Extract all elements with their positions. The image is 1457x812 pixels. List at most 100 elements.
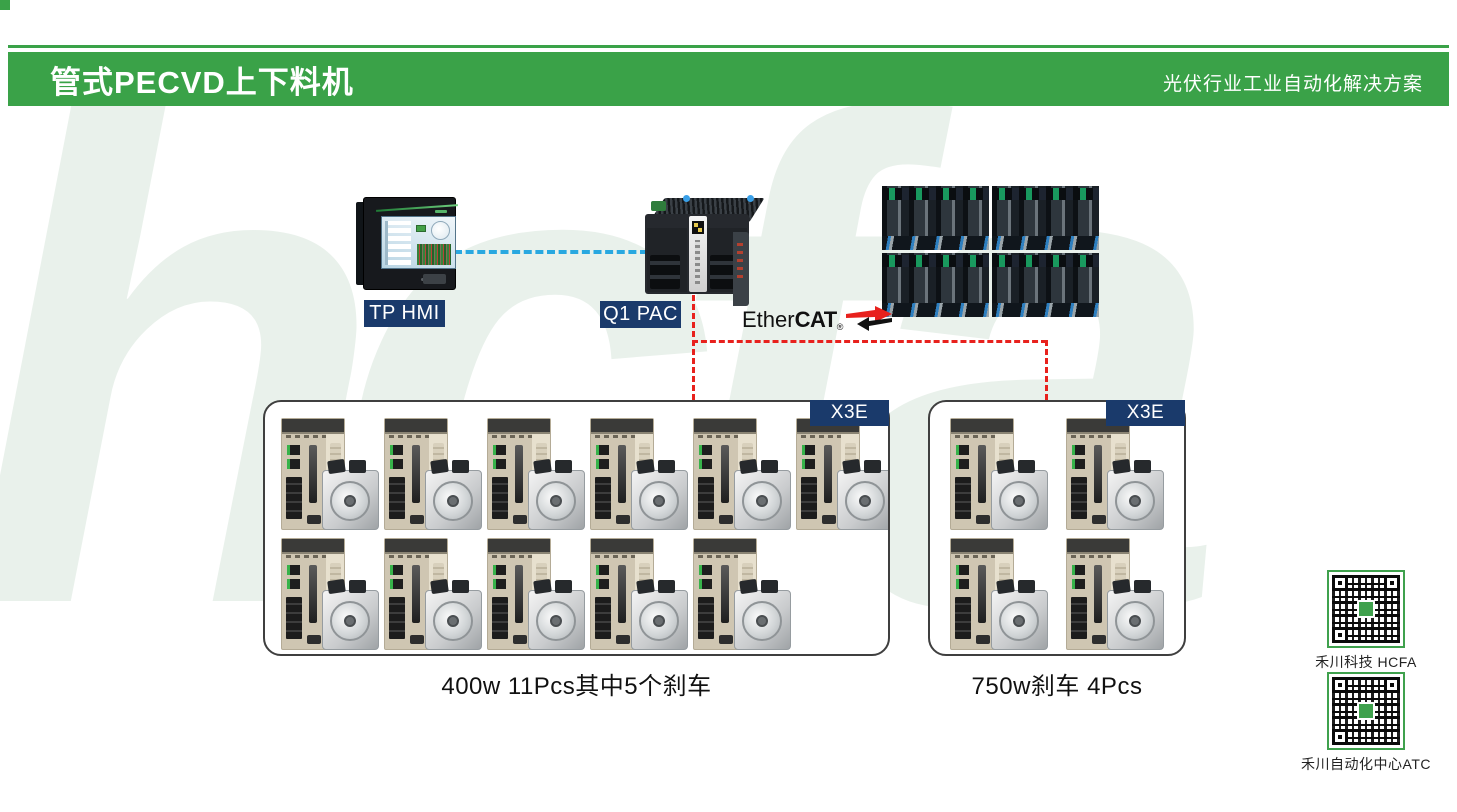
drive-terminal-block xyxy=(595,597,611,639)
motor-face xyxy=(639,481,679,521)
motor-connector xyxy=(349,460,366,473)
drive-connector-slot xyxy=(618,565,626,623)
motor-connector xyxy=(658,580,675,593)
ethernet-port-icon xyxy=(1072,445,1085,455)
motor-shaft xyxy=(653,615,665,627)
drive-io-connector xyxy=(410,515,424,524)
motor-face xyxy=(742,601,782,641)
drive-io-connector xyxy=(307,515,321,524)
drive-row xyxy=(279,418,888,532)
qr-finder-icon xyxy=(1332,575,1348,591)
motor-shaft xyxy=(550,495,562,507)
motor-connector xyxy=(430,578,449,595)
motor-face xyxy=(1115,601,1155,641)
servo-drive-display-panel xyxy=(951,539,1013,558)
motor-face xyxy=(433,601,473,641)
motor-connector xyxy=(430,458,449,475)
ethernet-port-icon xyxy=(596,459,609,469)
servo-drive-display-panel xyxy=(694,539,756,558)
ethernet-port-icon xyxy=(802,459,815,469)
hmi-pac-link-line xyxy=(454,250,648,254)
qr-finder-icon xyxy=(1332,677,1348,693)
motor-connector xyxy=(636,458,655,475)
servo-drive-display-panel xyxy=(1067,539,1129,558)
hmi-screen-indicator xyxy=(416,225,426,232)
servo-drive-display-panel xyxy=(385,539,447,558)
drive-terminal-block xyxy=(955,477,971,519)
qr-block-hcfa: 禾川科技 HCFA xyxy=(1301,570,1431,672)
drive-connector-slot xyxy=(1094,445,1102,503)
drive-group-label: X3E xyxy=(810,400,889,426)
drive-terminal-block xyxy=(955,597,971,639)
servo-drive-display-panel xyxy=(488,539,550,558)
motor-shaft xyxy=(653,495,665,507)
servo-motor xyxy=(1107,458,1164,530)
ethernet-port-icon xyxy=(287,459,300,469)
motor-connector xyxy=(842,458,861,475)
drive-group-box-400w: X3E xyxy=(263,400,890,656)
hmi-port-slot xyxy=(423,274,446,284)
servo-motor xyxy=(322,578,379,650)
drive-connector-slot xyxy=(309,445,317,503)
servo-drive-display-panel xyxy=(385,419,447,438)
drive-io-connector xyxy=(410,635,424,644)
ethernet-port-icon xyxy=(287,445,300,455)
drive-terminal-block xyxy=(595,477,611,519)
hmi-brand-mark xyxy=(435,210,447,213)
qr-block-atc: 禾川自动化中心ATC xyxy=(1301,672,1431,774)
motor-connector xyxy=(996,458,1015,475)
motor-shaft xyxy=(1129,615,1141,627)
drive-group-label: X3E xyxy=(1106,400,1185,426)
drive-group-box-750w: X3E xyxy=(928,400,1186,656)
bus-line-vertical-right xyxy=(1045,340,1048,400)
motor-connector xyxy=(761,580,778,593)
ethernet-port-icon xyxy=(596,565,609,575)
motor-connector xyxy=(452,580,469,593)
pac-knob xyxy=(747,195,754,202)
ethernet-port-icon xyxy=(287,579,300,589)
ethernet-port-icon xyxy=(493,579,506,589)
motor-shaft xyxy=(1013,615,1025,627)
drive-group-rows xyxy=(930,402,1184,654)
ethernet-port-icon xyxy=(390,579,403,589)
servo-drive-motor-unit xyxy=(382,538,482,652)
ethernet-port-icon xyxy=(699,459,712,469)
drive-row xyxy=(279,538,888,652)
servo-motor xyxy=(991,578,1048,650)
registered-mark: ® xyxy=(836,322,844,332)
motor-connector xyxy=(1112,578,1131,595)
motor-connector xyxy=(739,578,758,595)
drive-io-connector xyxy=(616,635,630,644)
servo-drive-motor-unit xyxy=(588,418,688,532)
ethercat-arrow-icon xyxy=(846,306,893,331)
drive-connector-slot xyxy=(1094,565,1102,623)
qr-finder-icon xyxy=(1332,627,1348,643)
motor-shaft xyxy=(447,495,459,507)
drive-row xyxy=(948,538,1184,652)
servo-drive-motor-unit xyxy=(691,418,791,532)
machine-photo xyxy=(882,186,989,250)
servo-drive-display-panel xyxy=(591,419,653,438)
servo-drive-motor-unit xyxy=(485,538,585,652)
motor-shaft xyxy=(550,615,562,627)
drive-connector-slot xyxy=(721,445,729,503)
servo-drive-motor-unit xyxy=(948,418,1048,532)
ethernet-port-icon xyxy=(390,459,403,469)
drive-terminal-block xyxy=(1071,477,1087,519)
motor-shaft xyxy=(1129,495,1141,507)
servo-motor xyxy=(425,578,482,650)
drive-connector-slot xyxy=(824,445,832,503)
drive-terminal-block xyxy=(801,477,817,519)
drive-connector-slot xyxy=(412,445,420,503)
motor-face xyxy=(742,481,782,521)
pac-side-panel xyxy=(733,232,749,306)
drive-row xyxy=(948,418,1184,532)
drive-io-connector xyxy=(719,635,733,644)
motor-connector xyxy=(996,578,1015,595)
drive-io-connector xyxy=(719,515,733,524)
servo-drive-display-panel xyxy=(951,419,1013,438)
motor-connector xyxy=(1134,460,1151,473)
motor-face xyxy=(999,601,1039,641)
motor-face xyxy=(433,481,473,521)
drive-io-connector xyxy=(1092,515,1106,524)
